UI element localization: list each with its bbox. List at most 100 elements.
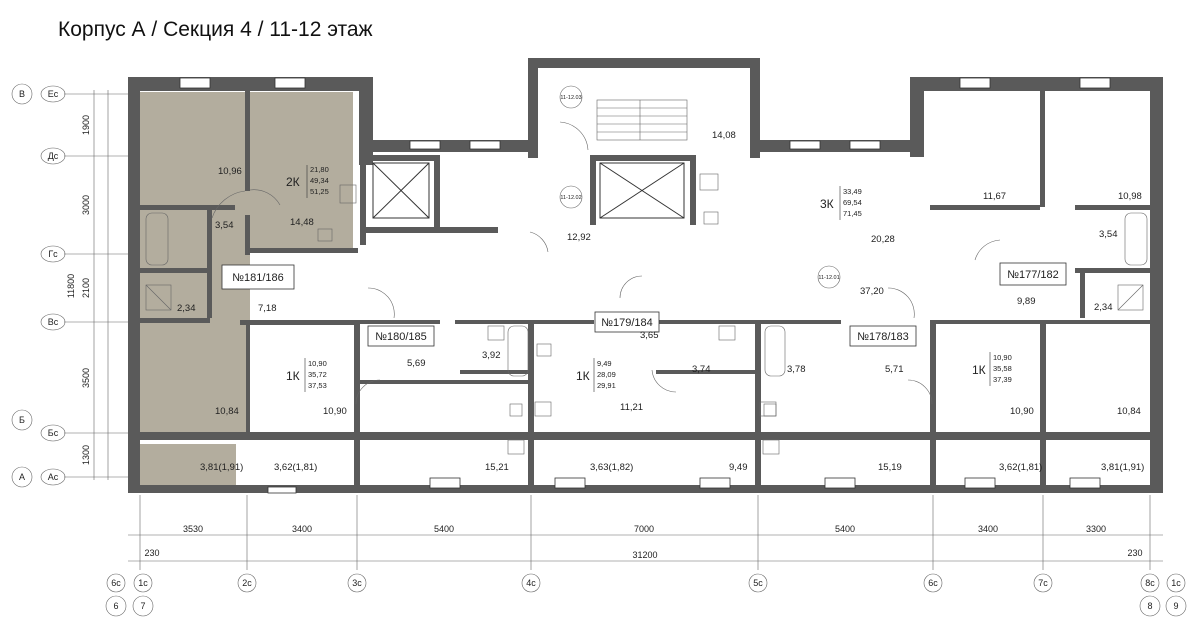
bottom-axis-10: 1с [1171,578,1181,588]
area-179-balcony: 3,63(1,82) [590,462,633,473]
bottom-axis-1: 6с [111,578,121,588]
sub-axis-left-3: Гс [48,249,58,259]
apartment-stat-180-full: 37,53 [308,381,327,390]
apartment-stat-178-living: 10,90 [993,353,1012,362]
area-180-room: 10,90 [323,406,347,417]
bottom-edge-left: 230 [144,548,159,558]
bottom-dim-1: 3530 [183,524,203,534]
apartment-number-181: №181/186 [232,272,284,284]
area-178-hall: 5,71 [885,364,904,375]
area-177-kitchen: 20,28 [871,234,895,245]
apartment-stat-179-living: 9,49 [597,359,612,368]
room-tag-3: 11-12.01 [818,275,839,281]
apartment-number-177: №177/182 [1007,269,1059,281]
apartment-info-178: 1К 10,90 35,58 37,39 [972,352,1012,386]
area-180-bath: 3,92 [482,350,501,361]
staircase [596,99,688,141]
area-179-room: 11,21 [620,402,643,413]
bottom-dim-5: 5400 [835,524,855,534]
area-177-balcony: 3,81(1,91) [1101,462,1144,473]
bottom-axis-4: 3с [352,578,362,588]
area-178-kitchen: 15,19 [878,462,902,473]
area-181-bath2: 2,34 [177,303,196,314]
area-180-kitchen: 15,21 [485,462,509,473]
sub-axis-left-5: Бс [48,428,59,438]
area-177-bath2: 2,34 [1094,302,1113,313]
elevator-shaft-1 [372,162,430,219]
bottom-axis-9: 8с [1145,578,1155,588]
highlight-apartment-181-lower [140,320,250,440]
apartment-type-179: 1К [576,369,590,383]
sub-axis-left-1: Ес [48,89,59,99]
apartment-stat-178-full: 37,39 [993,375,1012,384]
highlight-apartment-181-kitchen [250,92,353,249]
bottom-axis-3: 2с [242,578,252,588]
bottom-dim-4: 7000 [634,524,654,534]
bottom-axis-5: 4с [526,578,536,588]
area-177-room3: 10,84 [1117,406,1141,417]
area-177-room1: 11,67 [983,191,1006,202]
apartment-number-boxes [221,262,1067,347]
area-stair: 14,08 [712,130,736,141]
left-dim-3: 2100 [81,278,91,298]
area-181-room1: 10,96 [218,166,242,177]
area-181-hall: 7,18 [258,303,277,314]
bottom-big-axis-1: 6 [113,601,118,611]
area-lobby: 12,92 [567,232,591,243]
left-dim-total: 11800 [66,274,76,298]
apartment-info-179: 1К 9,49 28,09 29,91 [576,358,616,392]
room-tag-2: 11-12.02 [560,195,581,201]
apartment-number-178: №178/183 [857,331,909,343]
area-181-bath: 3,54 [215,220,234,231]
bottom-dim-6: 3400 [978,524,998,534]
area-178-bath: 3,78 [787,364,806,375]
bottom-axis-7: 6с [928,578,938,588]
interior-walls [140,91,1150,490]
plan-title: Корпус А / Секция 4 / 11-12 этаж [58,18,373,41]
area-179-bath: 3,65 [640,330,659,341]
area-181-room2: 10,84 [215,406,239,417]
bottom-big-axis-4: 9 [1173,601,1178,611]
area-180-balcony: 3,62(1,81) [274,462,317,473]
highlight-apartment-181-balcony [140,444,236,486]
bottom-axis-6: 5с [753,578,763,588]
apartment-stat-181-total: 49,34 [310,176,329,185]
apartment-type-181: 2К [286,175,300,189]
apartment-info-180: 1К 10,90 35,72 37,53 [286,358,327,392]
apartment-type-177: 3К [820,197,834,211]
axis-label-left-1: В [19,89,25,99]
apartment-stat-180-living: 10,90 [308,359,327,368]
apartment-stat-179-full: 29,91 [597,381,616,390]
apartment-stat-177-full: 71,45 [843,209,862,218]
apartment-number-179: №179/184 [601,317,653,329]
apartment-info-177: 3К 33,49 69,54 71,45 [820,186,862,220]
bottom-dim-7: 3300 [1086,524,1106,534]
area-178-room: 10,90 [1010,406,1034,417]
left-dim-4: 3500 [81,368,91,388]
apartment-info-181: 2К 21,80 49,34 51,25 [286,165,329,198]
bottom-edge-right: 230 [1127,548,1142,558]
left-dim-1: 1900 [81,115,91,135]
area-177-room2: 10,98 [1118,191,1142,202]
shower-trays [145,284,1144,311]
sub-axis-left-4: Вс [48,317,59,327]
bottom-big-axis-2: 7 [140,601,145,611]
apartment-stat-180-total: 35,72 [308,370,327,379]
axis-label-left-2: Б [19,415,25,425]
area-177-hall: 9,89 [1017,296,1036,307]
apartment-stat-179-total: 28,09 [597,370,616,379]
door-swings [211,121,1001,405]
sub-axis-left-6: Ас [48,472,59,482]
area-181-balcony: 3,81(1,91) [200,462,243,473]
area-177-bath: 3,54 [1099,229,1118,240]
left-dim-2: 3000 [81,195,91,215]
room-tag-1: 11-12.03 [560,95,581,101]
apartment-stat-181-living: 21,80 [310,165,329,174]
left-dimension-lines [11,83,128,488]
room-area-labels: 10,96 3,54 2,34 7,18 14,48 10,84 3,81(1,… [177,130,1144,473]
bottom-dim-total: 31200 [632,550,657,560]
bottom-dim-2: 3400 [292,524,312,534]
area-178-balcony: 3,62(1,81) [999,462,1042,473]
stoves [339,173,780,455]
